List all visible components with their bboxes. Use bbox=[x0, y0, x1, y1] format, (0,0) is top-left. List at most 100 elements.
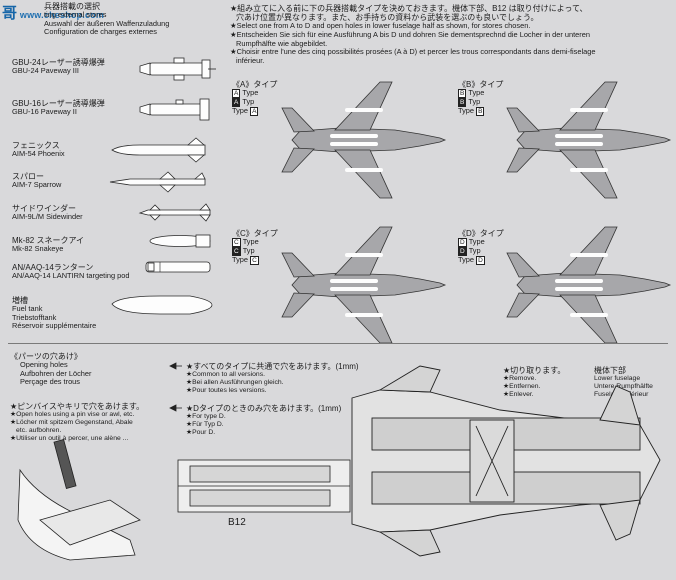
store-lantirn: AN/AAQ-14ランターン AN/AAQ-14 LANTIRN targeti… bbox=[12, 263, 129, 281]
part-b12 bbox=[177, 459, 351, 513]
lantirn-illustration bbox=[145, 261, 211, 273]
d-only-fr: ★Pour D. bbox=[186, 428, 216, 436]
store-lantirn-en: AN/AAQ-14 LANTIRN targeting pod bbox=[12, 271, 130, 281]
store-fuel-tank-fr: Réservoir supplémentaire bbox=[12, 321, 97, 331]
drill-de-2: etc. aufbohren. bbox=[16, 426, 62, 434]
drill-de-1: ★Löcher mit spitzem Gegenstand, Abale bbox=[10, 419, 133, 426]
remove-de: ★Entfernen. bbox=[503, 383, 541, 390]
instr-line-3: ★Select one from A to D and open holes i… bbox=[230, 21, 531, 31]
store-fuel-tank-de: Triebstofftank bbox=[12, 312, 57, 322]
all-versions-jp: ★すべてのタイプに共通で穴をあけます。(1mm) bbox=[186, 362, 359, 371]
phoenix-illustration bbox=[111, 137, 206, 163]
all-versions-en: ★Common to all versions. bbox=[186, 371, 265, 379]
store-mk82-jp: Mk-82 スネークアイ bbox=[12, 236, 85, 245]
store-mk82-en: Mk-82 Snakeye bbox=[12, 244, 64, 254]
store-sparrow-en: AIM-7 Sparrow bbox=[12, 180, 62, 190]
lower-fuselage-jp: 機体下部 bbox=[594, 366, 626, 375]
store-sidewinder: サイドワインダー AIM-9L/M Sidewinder bbox=[12, 204, 83, 222]
store-gbu16: GBU-16レーザー誘導爆弾 GBU-16 Paveway II bbox=[12, 99, 105, 117]
all-versions-de: ★Bei allen Ausführungen gleich. bbox=[186, 379, 284, 386]
store-lantirn-jp: AN/AAQ-14ランターン bbox=[12, 263, 94, 272]
store-sparrow-jp: スパロー bbox=[12, 172, 44, 181]
instr-line-5: Rumpfhälfte wie abgebildet. bbox=[236, 38, 328, 48]
mk82-illustration bbox=[149, 234, 211, 248]
instr-line-4: ★Entscheiden Sie sich für eine Ausführun… bbox=[230, 30, 590, 39]
type-d-line-3: Type D bbox=[458, 255, 485, 266]
d-only-en: ★For type D. bbox=[186, 413, 226, 421]
store-gbu16-en: GBU-16 Paveway II bbox=[12, 107, 77, 117]
holes-en: Opening holes bbox=[20, 360, 68, 370]
store-fuel-tank-en: Fuel tank bbox=[12, 304, 43, 314]
store-sidewinder-jp: サイドワインダー bbox=[12, 204, 76, 213]
store-gbu24-jp: GBU-24レーザー誘導爆弾 bbox=[12, 58, 105, 67]
lower-fuselage-part bbox=[351, 365, 661, 557]
type-a-jp: 《A》タイプ bbox=[232, 80, 278, 89]
type-c-line-3: Type C bbox=[232, 255, 259, 266]
remove-jp: ★切り取ります。 bbox=[503, 366, 566, 375]
drill-en: ★Open holes using a pin vise or awl, etc… bbox=[10, 411, 135, 419]
drill-fr: ★Utiliser un outil à percer, une alène .… bbox=[10, 434, 129, 442]
sparrow-illustration bbox=[109, 171, 206, 193]
part-b12-label: B12 bbox=[228, 517, 246, 528]
watermark-url: www.cheshop.com bbox=[19, 10, 105, 20]
note-all-versions: ★すべてのタイプに共通で穴をあけます。(1mm) ★Common to all … bbox=[186, 362, 359, 395]
stores-header-de: Auswahl der äußeren Waffenzuladung bbox=[44, 18, 170, 28]
store-phoenix: フェニックス AIM-54 Phoenix bbox=[12, 141, 65, 159]
gbu24-illustration bbox=[139, 57, 216, 81]
lower-fuselage-en: Lower fuselage bbox=[594, 375, 641, 383]
stores-header-en: ting external stores bbox=[44, 10, 107, 20]
type-b-jp: 《B》タイプ bbox=[458, 80, 504, 89]
store-fuel-tank: 増槽 Fuel tank Triebstofftank Réservoir su… bbox=[12, 296, 96, 331]
watermark-glyph: 哥 bbox=[2, 5, 18, 22]
drill-instructions: ★ピンバイスやキリで穴をあけます。 ★Open holes using a pi… bbox=[10, 402, 144, 442]
instr-line-7: inférieur. bbox=[236, 55, 265, 65]
stores-header: 兵器搭載の選択 ting external stores Auswahl der… bbox=[44, 2, 169, 37]
all-versions-fr: ★Pour toutes les versions. bbox=[186, 386, 267, 394]
stores-header-jp: 兵器搭載の選択 bbox=[44, 2, 100, 11]
holes-de: Aufbohren der Löcher bbox=[20, 368, 92, 378]
sidewinder-illustration bbox=[138, 203, 211, 222]
store-gbu16-jp: GBU-16レーザー誘導爆弾 bbox=[12, 99, 105, 108]
instr-line-6: ★Choisir entre l'une des cinq possibilit… bbox=[230, 47, 596, 57]
holes-header: 《パーツの穴あけ》 Opening holes Aufbohren der Lö… bbox=[10, 352, 92, 387]
type-a-line-3: Type A bbox=[232, 106, 259, 117]
store-fuel-tank-jp: 増槽 bbox=[12, 296, 28, 305]
remove-en: ★Remove. bbox=[503, 375, 537, 383]
instr-line-1: ★組み立てに入る前に下の兵器搭載タイプを決めておきます。機体下部、B12 は取り… bbox=[230, 4, 588, 13]
d-only-jp: ★Dタイプのときのみ穴をあけます。(1mm) bbox=[186, 404, 342, 413]
stores-header-fr: Configuration de charges externes bbox=[44, 27, 157, 37]
holes-jp: 《パーツの穴あけ》 bbox=[10, 352, 82, 361]
d-only-de: ★Für Typ D. bbox=[186, 421, 224, 428]
fuel-tank-illustration bbox=[111, 295, 213, 315]
store-gbu24-en: GBU-24 Paveway III bbox=[12, 66, 79, 76]
type-c-jp: 《C》タイプ bbox=[232, 229, 278, 238]
store-phoenix-en: AIM-54 Phoenix bbox=[12, 149, 65, 159]
section-divider bbox=[8, 343, 668, 344]
lower-fuselage-de: Untere Rumpfhälfte bbox=[594, 383, 653, 390]
instr-line-2: 穴あけ位置が異なります。また、お手持ちの資料から武装を選ぶのも良いでしょう。 bbox=[236, 13, 539, 23]
store-sidewinder-en: AIM-9L/M Sidewinder bbox=[12, 212, 83, 222]
store-gbu24: GBU-24レーザー誘導爆弾 GBU-24 Paveway III bbox=[12, 58, 105, 76]
store-mk82: Mk-82 スネークアイ Mk-82 Snakeye bbox=[12, 236, 84, 254]
note-remove: ★切り取ります。 ★Remove. ★Entfernen. ★Enlever. bbox=[503, 366, 565, 399]
gbu16-illustration bbox=[139, 98, 210, 121]
store-phoenix-jp: フェニックス bbox=[12, 141, 60, 150]
type-b-line-3: Type B bbox=[458, 106, 485, 117]
drill-hand-illustration bbox=[17, 439, 141, 561]
drill-jp: ★ピンバイスやキリで穴をあけます。 bbox=[10, 402, 145, 411]
store-sparrow: スパロー AIM-7 Sparrow bbox=[12, 172, 61, 190]
